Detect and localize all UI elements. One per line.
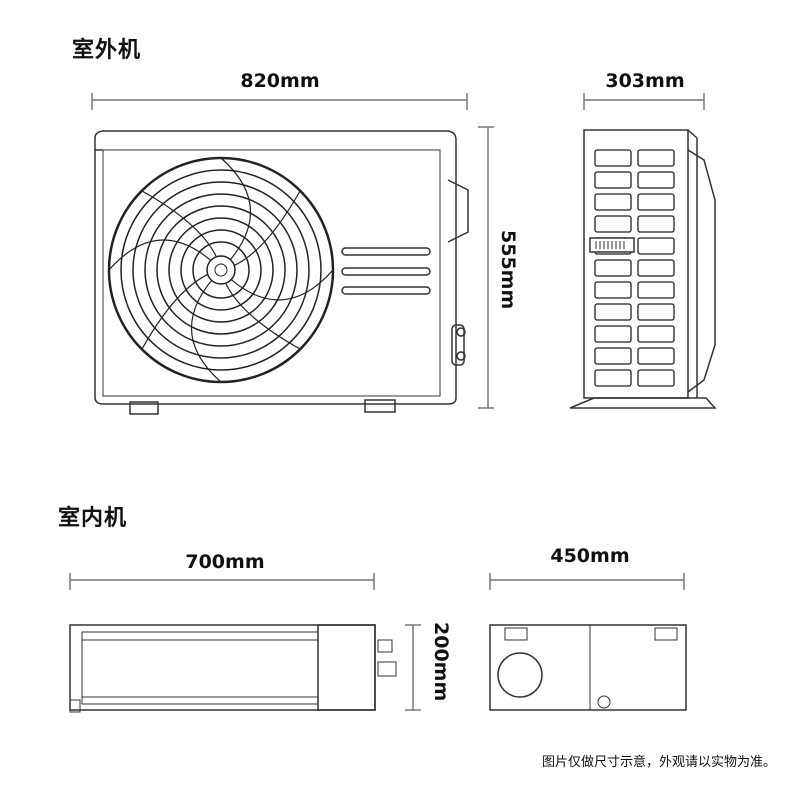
indoor-width-label: 700mm: [185, 551, 265, 573]
indoor-side-bracket-right: [654, 627, 678, 641]
outdoor-height-label: 555mm: [497, 230, 519, 310]
outdoor-fan-grille: [107, 156, 335, 384]
indoor-depth-label: 450mm: [550, 545, 630, 567]
outdoor-side-view: [569, 93, 717, 409]
outdoor-front-view: [91, 93, 494, 415]
outdoor-side-body: [583, 129, 689, 399]
indoor-pipe-connector-bottom: [377, 661, 397, 677]
outdoor-side-fan-guard: [687, 149, 716, 393]
disclaimer-note: 图片仅做尺寸示意，外观请以实物为准。: [541, 755, 776, 770]
indoor-depth-dimension-line: [489, 573, 685, 590]
indoor-height-label: 200mm: [430, 622, 452, 702]
outdoor-width-label: 820mm: [240, 70, 320, 92]
indoor-control-box: [317, 624, 376, 711]
outdoor-depth-dimension-line: [583, 93, 705, 110]
indoor-height-dimension-line: [405, 624, 421, 711]
indoor-width-dimension-line: [69, 573, 375, 590]
indoor-side-duct-opening: [497, 652, 543, 698]
outdoor-pipe-valves: [451, 324, 465, 366]
indoor-air-outlet: [81, 631, 319, 705]
indoor-side-bracket-left: [504, 627, 528, 641]
outdoor-height-dimension-line: [478, 126, 494, 409]
outdoor-foot-left: [129, 401, 159, 415]
outdoor-depth-label: 303mm: [605, 70, 685, 92]
indoor-side-view: [489, 573, 687, 711]
outdoor-width-dimension-line: [91, 93, 468, 110]
outdoor-front-panel: [102, 149, 441, 397]
outdoor-vent-slots: [341, 247, 431, 295]
outdoor-foot-right: [364, 399, 396, 413]
indoor-front-view: [69, 573, 421, 713]
indoor-side-body: [489, 624, 687, 711]
outdoor-side-cover: [447, 179, 469, 243]
indoor-pipe-connector-top: [377, 639, 393, 653]
outdoor-cabinet: [94, 130, 457, 405]
indoor-unit-title: 室内机: [58, 506, 128, 531]
outdoor-unit-title: 室外机: [72, 38, 142, 63]
indoor-side-drain: [597, 695, 611, 709]
outdoor-side-base: [569, 397, 717, 409]
outdoor-side-grille: [594, 149, 675, 387]
